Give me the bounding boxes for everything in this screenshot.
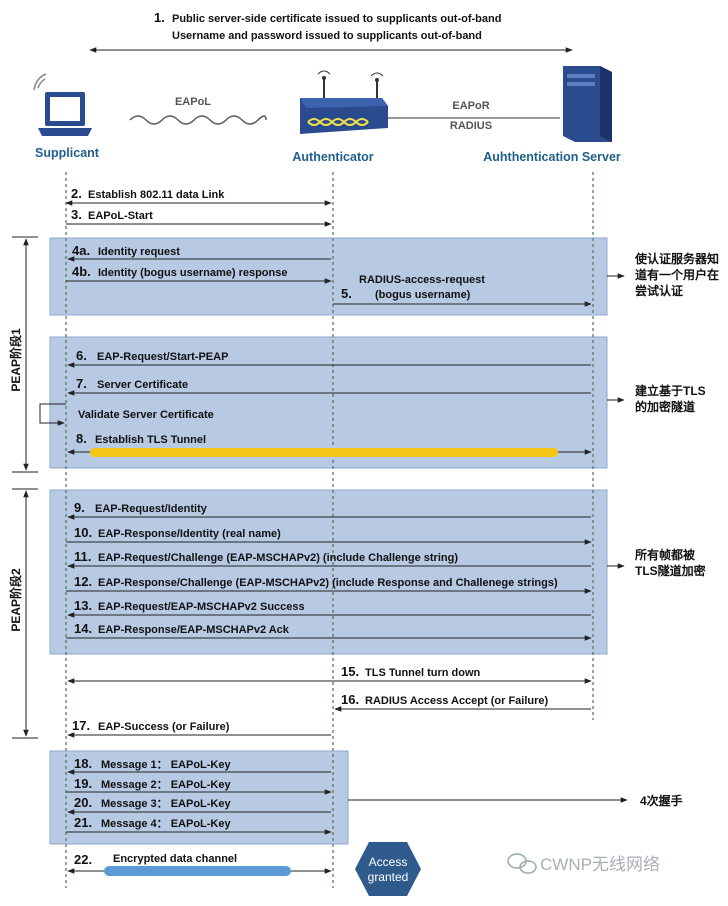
step-2-label: Establish 802.11 data Link xyxy=(88,189,225,201)
phase1-label: PEAP阶段1 xyxy=(8,328,23,392)
step-11-number: 11. xyxy=(74,549,91,564)
note4-label: 4次握手 xyxy=(640,793,683,808)
step-3-label: EAPoL-Start xyxy=(88,210,153,222)
link-radius: RADIUS xyxy=(450,120,492,132)
step-13-label: EAP-Request/EAP-MSCHAPv2 Success xyxy=(98,601,305,613)
laptop-icon xyxy=(33,73,92,136)
step-15-number: 15. xyxy=(341,664,359,679)
link-eapor: EAPoR xyxy=(452,100,489,112)
wechat-icon xyxy=(507,853,537,874)
phase2-bracket xyxy=(12,488,38,739)
header-number: 1. xyxy=(154,10,165,25)
step-22-label: Encrypted data channel xyxy=(113,853,237,865)
step-3-number: 3. xyxy=(71,207,82,222)
step-2-number: 2. xyxy=(71,186,82,201)
step-18-label: Message 1： EAPoL-Key xyxy=(101,759,231,771)
step-20-label: Message 3： EAPoL-Key xyxy=(101,798,231,810)
access-granted-line1: Access xyxy=(369,855,408,869)
header-line2: Username and password issued to supplica… xyxy=(172,30,482,42)
entity-supplicant: Supplicant xyxy=(35,146,100,160)
wireless-wave xyxy=(129,115,267,125)
step-21-number: 21. xyxy=(74,815,92,830)
watermark-text: CWNP无线网络 xyxy=(540,855,660,874)
note1-line3: 尝试认证 xyxy=(635,283,683,298)
step-13-number: 13. xyxy=(74,598,92,613)
server-icon xyxy=(563,66,612,142)
note2-line2: 的加密隧道 xyxy=(635,399,695,414)
step-5-label: RADIUS-access-request xyxy=(359,274,485,286)
step-9-number: 9. xyxy=(74,500,85,515)
step-12-label: EAP-Response/Challenge (EAP-MSCHAPv2) (i… xyxy=(98,577,558,589)
step-4a-number: 4a. xyxy=(72,243,90,258)
link-eapol: EAPoL xyxy=(175,96,211,108)
note1-line1: 使认证服务器知 xyxy=(634,251,719,266)
note1-line2: 道有一个用户在 xyxy=(635,267,719,282)
note3-line1: 所有帧都被 xyxy=(635,547,696,562)
step-18-number: 18. xyxy=(74,756,92,771)
step-14-number: 14. xyxy=(74,621,92,636)
step-8-label: Establish TLS Tunnel xyxy=(95,434,206,446)
step-20-number: 20. xyxy=(74,795,92,810)
phase2-label: PEAP阶段2 xyxy=(8,568,23,632)
step-4a-label: Identity request xyxy=(98,246,180,258)
router-icon xyxy=(300,70,388,134)
data-channel-bar xyxy=(104,866,291,876)
step-9-label: EAP-Request/Identity xyxy=(95,503,208,515)
access-granted-line2: granted xyxy=(368,870,409,884)
step-17-number: 17. xyxy=(72,718,90,733)
step-16-number: 16. xyxy=(341,692,359,707)
step-10-label: EAP-Response/Identity (real name) xyxy=(98,528,281,540)
step-4b-label: Identity (bogus username) response xyxy=(98,267,287,279)
step-15-label: TLS Tunnel turn down xyxy=(365,667,481,679)
phase1-bracket xyxy=(12,236,38,473)
entity-server: Auhthentication Server xyxy=(483,150,621,164)
validate-label: Validate Server Certificate xyxy=(78,409,214,421)
step-7-number: 7. xyxy=(76,376,87,391)
step-4b-number: 4b. xyxy=(72,264,91,279)
panel-tls xyxy=(49,336,608,469)
step-10-number: 10. xyxy=(74,525,92,540)
step-7-label: Server Certificate xyxy=(97,379,188,391)
step-16-label: RADIUS Access Accept (or Failure) xyxy=(365,695,549,707)
step-6-label: EAP-Request/Start-PEAP xyxy=(97,351,228,363)
step-17-label: EAP-Success (or Failure) xyxy=(98,721,230,733)
step-22-number: 22. xyxy=(74,852,92,867)
step-5-sublabel: (bogus username) xyxy=(375,289,471,301)
note3-line2: TLS隧道加密 xyxy=(635,563,706,578)
step-5-number: 5. xyxy=(341,286,352,301)
step-19-number: 19. xyxy=(74,776,92,791)
panel-identity xyxy=(49,237,608,316)
step-11-label: EAP-Request/Challenge (EAP-MSCHAPv2) (in… xyxy=(98,552,458,564)
step-19-label: Message 2： EAPoL-Key xyxy=(101,779,231,791)
step-12-number: 12. xyxy=(74,574,92,589)
step-14-label: EAP-Response/EAP-MSCHAPv2 Ack xyxy=(98,624,290,636)
step-6-number: 6. xyxy=(76,348,87,363)
access-granted-badge xyxy=(355,842,421,896)
entity-authenticator: Authenticator xyxy=(292,150,373,164)
step-21-label: Message 4： EAPoL-Key xyxy=(101,818,231,830)
step-8-number: 8. xyxy=(76,431,87,446)
panel-4way xyxy=(49,750,349,845)
note2-line1: 建立基于TLS xyxy=(634,383,706,398)
validate-loop-arrow xyxy=(39,403,66,426)
tls-tunnel-bar xyxy=(90,448,558,457)
header-line1: Public server-side certificate issued to… xyxy=(172,13,501,25)
